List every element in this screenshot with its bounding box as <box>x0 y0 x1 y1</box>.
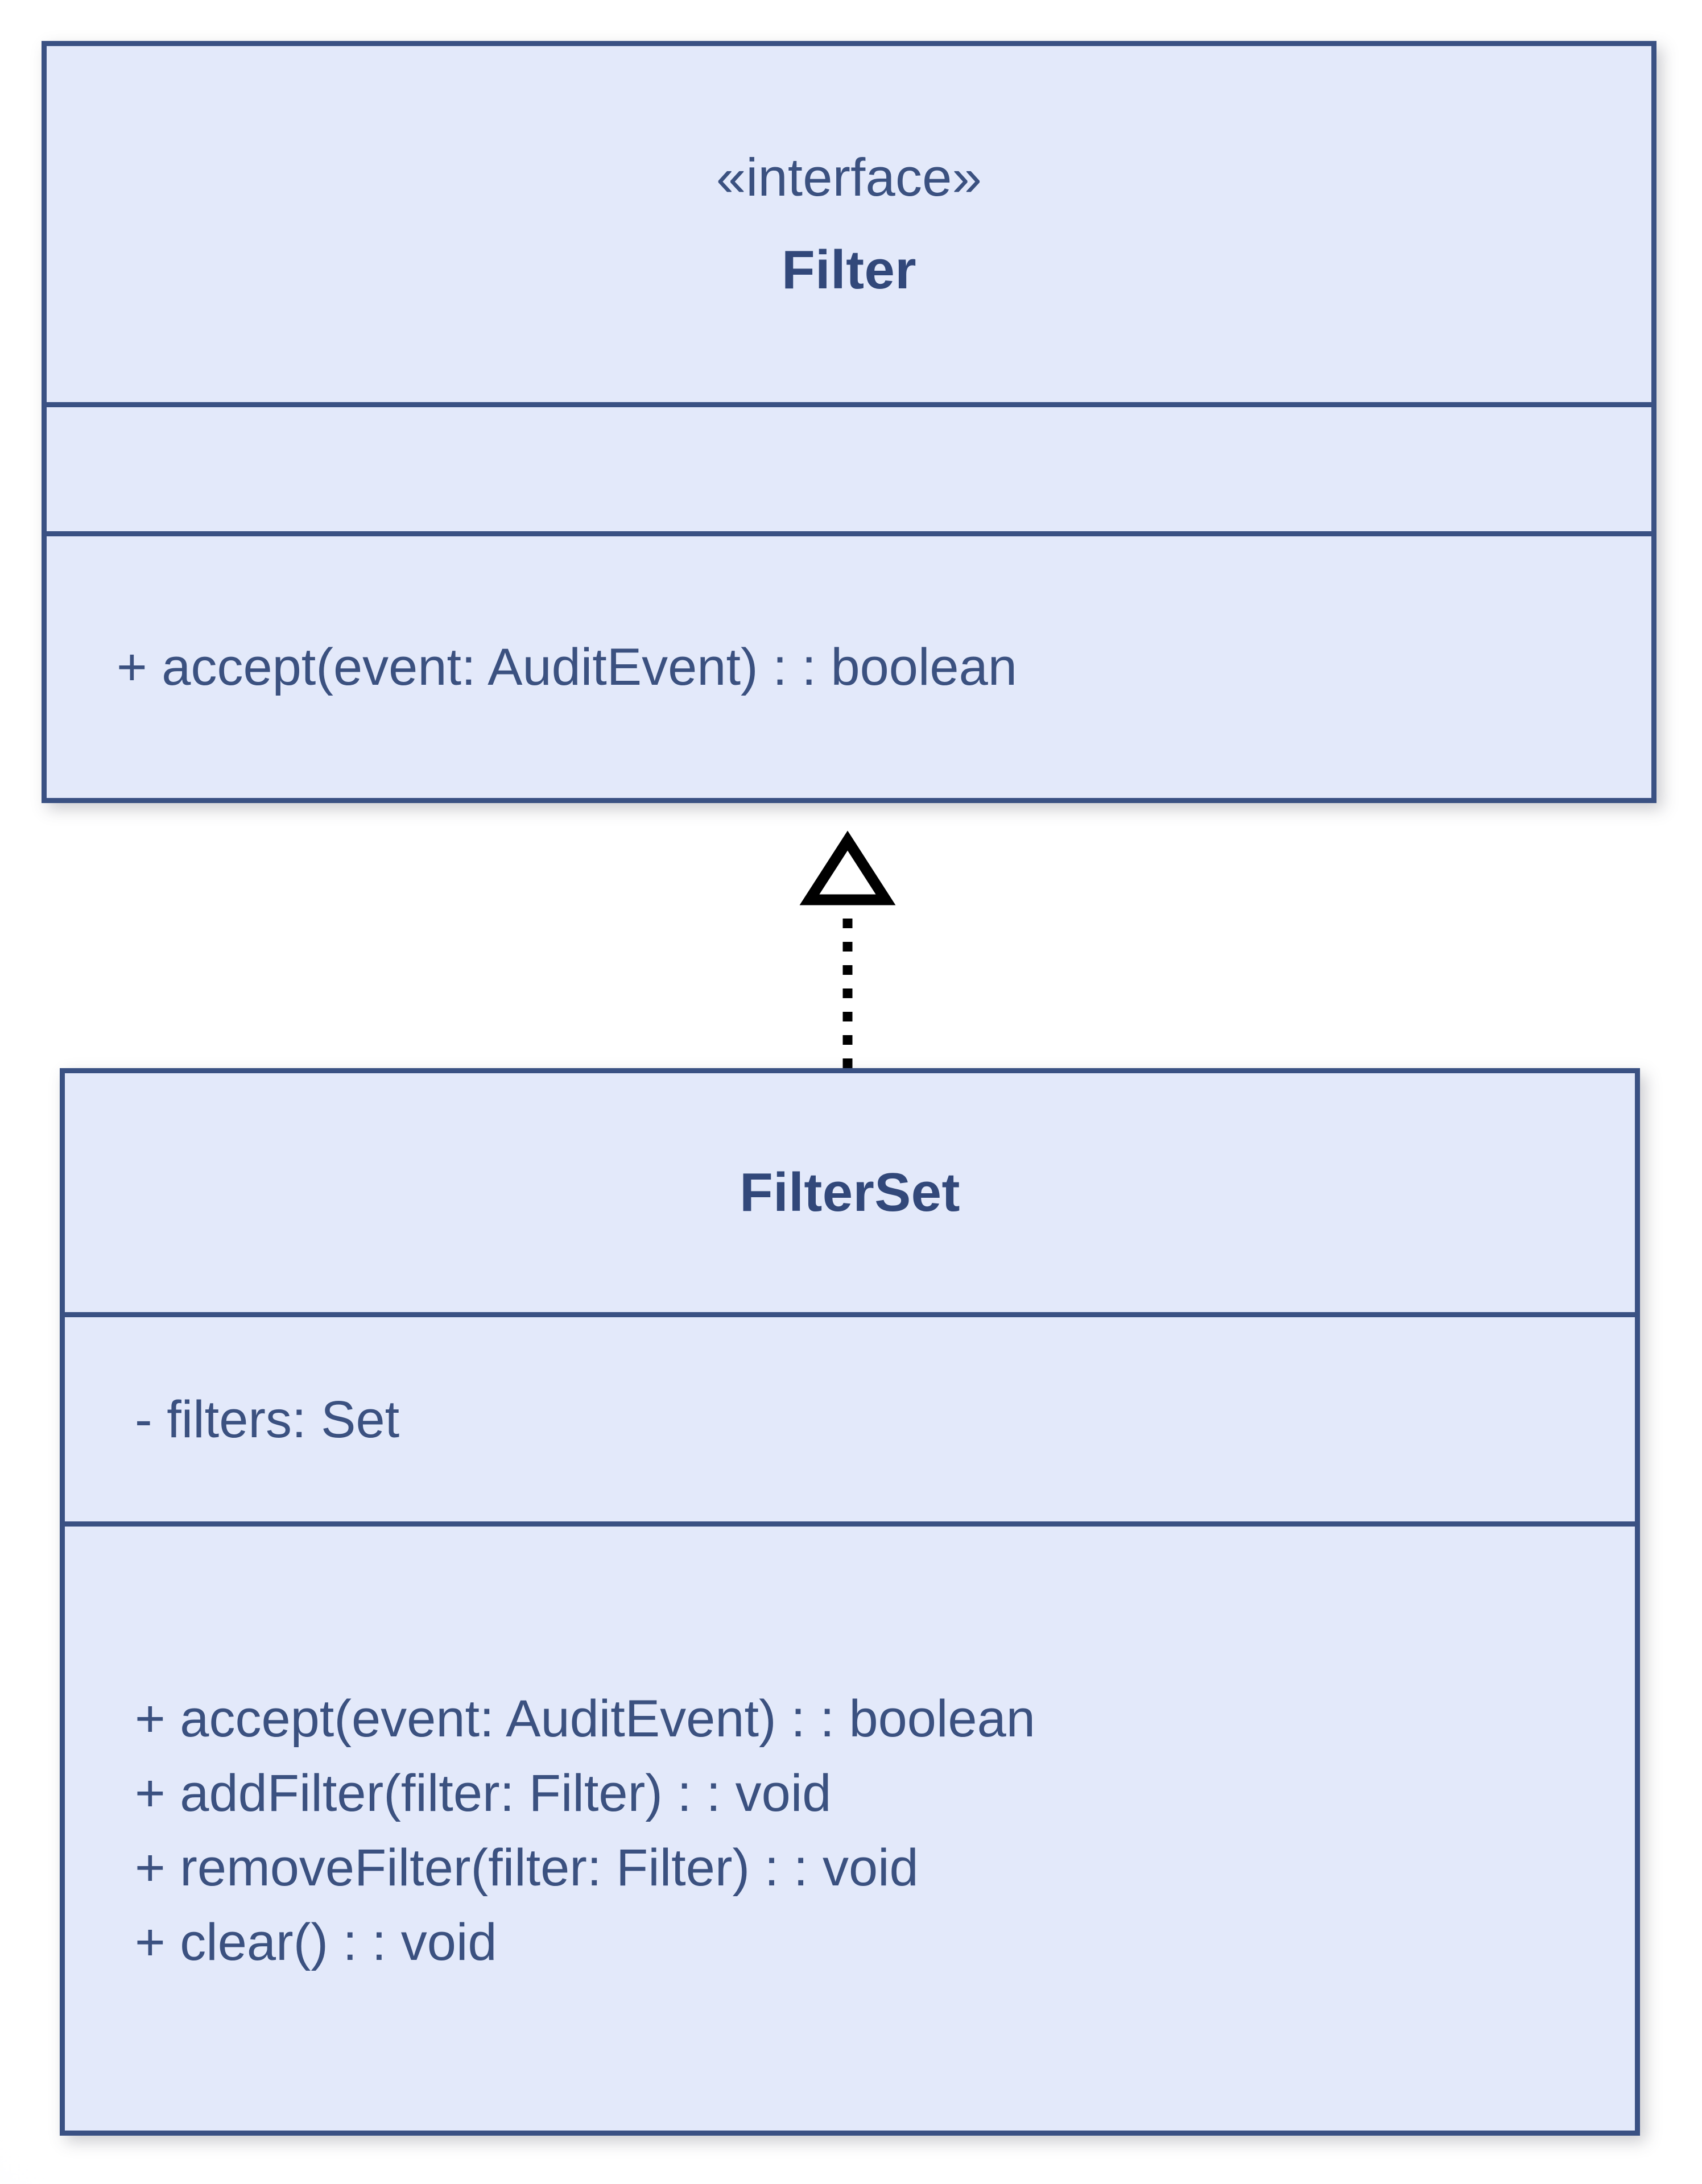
attribute-list-filterset: - filters: Set <box>65 1393 1635 1446</box>
attributes-compartment-filter <box>47 402 1651 531</box>
operations-compartment-filterset: + accept(event: AuditEvent) : : boolean … <box>65 1521 1635 2131</box>
stereotype-label: «interface» <box>716 147 982 207</box>
operation-item: + removeFilter(filter: Filter) : : void <box>135 1838 919 1897</box>
realization-arrow-filterset-to-filter <box>799 830 896 1068</box>
attribute-item: - filters: Set <box>135 1390 400 1449</box>
class-name-filterset: FilterSet <box>740 1162 960 1223</box>
operation-item: + accept(event: AuditEvent) : : boolean <box>135 1689 1035 1748</box>
class-header-filterset: FilterSet <box>65 1073 1635 1312</box>
hollow-triangle-icon <box>799 830 896 905</box>
class-header-filter: «interface» Filter <box>47 46 1651 402</box>
operation-item: + addFilter(filter: Filter) : : void <box>135 1764 832 1822</box>
operation-item: + accept(event: AuditEvent) : : boolean <box>117 638 1017 696</box>
uml-class-filter[interactable]: «interface» Filter + accept(event: Audit… <box>42 41 1656 803</box>
uml-class-filterset[interactable]: FilterSet - filters: Set + accept(event:… <box>60 1068 1640 2136</box>
operation-list-filterset: + accept(event: AuditEvent) : : boolean … <box>65 1670 1635 1991</box>
attributes-compartment-filterset: - filters: Set <box>65 1312 1635 1521</box>
operation-item: + clear() : : void <box>135 1913 497 1971</box>
operations-compartment-filter: + accept(event: AuditEvent) : : boolean <box>47 531 1651 798</box>
class-name-filter: Filter <box>781 239 917 300</box>
operation-list-filter: + accept(event: AuditEvent) : : boolean <box>47 641 1651 693</box>
